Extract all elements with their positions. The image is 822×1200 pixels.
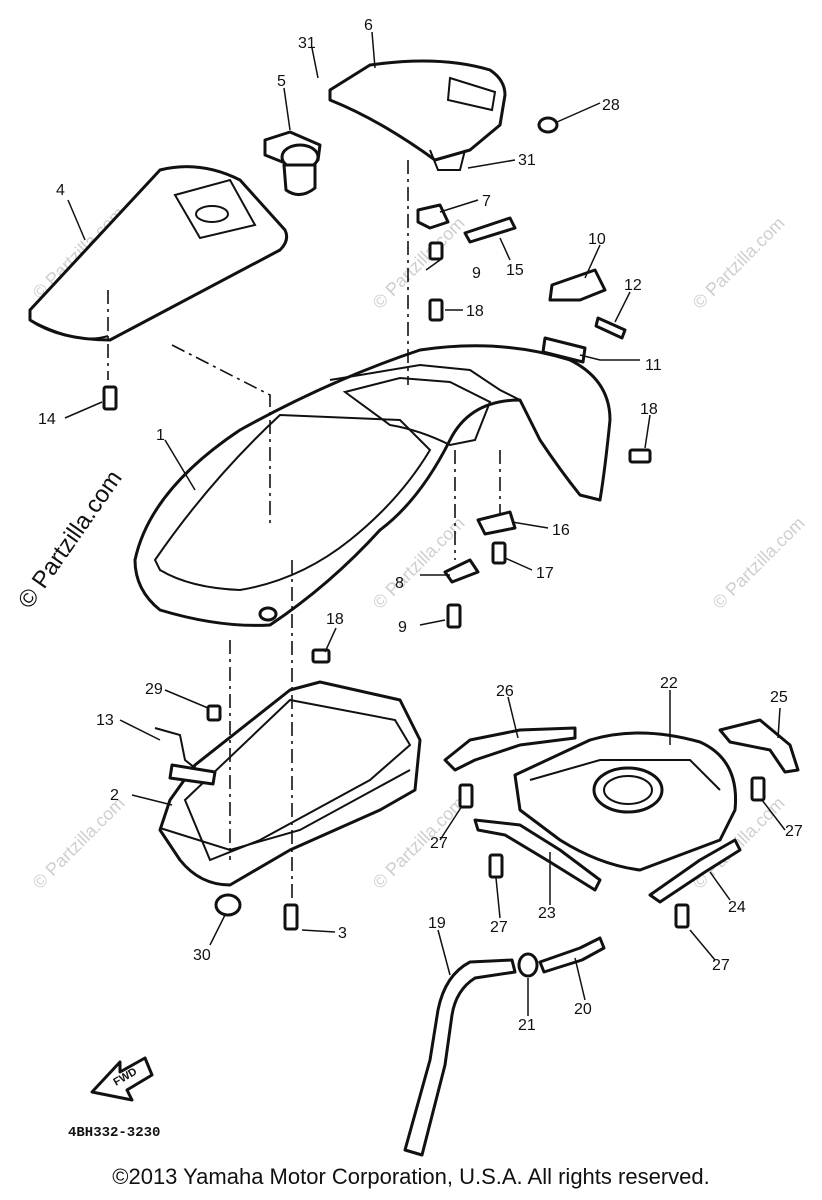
part-8-bracket bbox=[443, 558, 480, 584]
callout-labels: 1 2 3 4 5 6 7 8 9 9 10 11 12 13 14 15 16… bbox=[38, 17, 803, 1034]
part-6-rear-lid bbox=[328, 59, 507, 171]
callout-4: 4 bbox=[56, 182, 65, 199]
part-21-clip bbox=[517, 952, 539, 978]
callout-31b: 31 bbox=[518, 152, 536, 169]
callout-3: 3 bbox=[338, 925, 347, 942]
part-15-spring bbox=[463, 216, 517, 244]
callout-23: 23 bbox=[538, 905, 556, 922]
part-7-hinge bbox=[416, 203, 450, 230]
callout-18c: 18 bbox=[326, 611, 344, 628]
part-16-bracket bbox=[476, 510, 517, 536]
part-13-coil bbox=[168, 763, 217, 786]
callout-13: 13 bbox=[96, 712, 114, 729]
callout-29: 29 bbox=[145, 681, 163, 698]
callout-26: 26 bbox=[496, 683, 514, 700]
callout-11: 11 bbox=[645, 357, 662, 374]
callout-18b: 18 bbox=[640, 401, 658, 418]
callout-27a: 27 bbox=[430, 835, 448, 852]
callout-27d: 27 bbox=[712, 957, 730, 974]
callout-27b: 27 bbox=[490, 919, 508, 936]
part-1-upper-cowling bbox=[133, 344, 612, 627]
part-2-storage-tray bbox=[158, 680, 422, 887]
callout-10: 10 bbox=[588, 231, 606, 248]
callout-28: 28 bbox=[602, 97, 620, 114]
part-4-front-lid bbox=[28, 165, 289, 342]
callout-5: 5 bbox=[277, 73, 286, 90]
callout-20: 20 bbox=[574, 1001, 592, 1018]
part-11-spring bbox=[541, 336, 587, 364]
callout-31a: 31 bbox=[298, 35, 316, 52]
copyright-notice: ©2013 Yamaha Motor Corporation, U.S.A. A… bbox=[112, 1164, 710, 1189]
part-22-fuel-tank bbox=[513, 731, 738, 872]
watermark-text: © Partzilla.com bbox=[369, 213, 469, 313]
callout-14: 14 bbox=[38, 411, 56, 428]
assembly-lines bbox=[107, 160, 501, 900]
part-20-hose bbox=[538, 936, 606, 974]
callout-24: 24 bbox=[728, 899, 746, 916]
callout-17: 17 bbox=[536, 565, 554, 582]
part-25-bracket bbox=[718, 718, 800, 774]
forward-arrow-icon: FWD bbox=[90, 1056, 154, 1102]
part-5-lock bbox=[263, 130, 322, 196]
callout-22: 22 bbox=[660, 675, 678, 692]
watermark-text: © Partzilla.com bbox=[689, 213, 789, 313]
callout-30: 30 bbox=[193, 947, 211, 964]
part-23-band bbox=[473, 818, 602, 892]
part-19-hose bbox=[403, 958, 517, 1157]
callout-19: 19 bbox=[428, 915, 446, 932]
side-watermark: © Partzilla.com bbox=[13, 465, 128, 613]
callout-7: 7 bbox=[482, 193, 491, 210]
callout-1: 1 bbox=[156, 427, 165, 444]
diagram-code: 4BH332-3230 bbox=[68, 1125, 160, 1141]
callout-9a: 9 bbox=[472, 265, 481, 282]
watermark-text: © Partzilla.com bbox=[29, 793, 129, 893]
callout-8: 8 bbox=[395, 575, 404, 592]
fasteners bbox=[102, 116, 766, 931]
callout-2: 2 bbox=[110, 787, 119, 804]
callout-6: 6 bbox=[364, 17, 373, 34]
leader-lines bbox=[64, 31, 786, 1016]
part-26-stay bbox=[443, 726, 577, 772]
callout-25: 25 bbox=[770, 689, 788, 706]
callout-12: 12 bbox=[624, 277, 642, 294]
callout-15: 15 bbox=[506, 262, 524, 279]
callout-18a: 18 bbox=[466, 303, 484, 320]
callout-16: 16 bbox=[552, 522, 570, 539]
callout-27c: 27 bbox=[785, 823, 803, 840]
part-10-hinge bbox=[548, 268, 607, 302]
part-24-band bbox=[648, 838, 742, 904]
callout-21: 21 bbox=[518, 1017, 536, 1034]
callout-9b: 9 bbox=[398, 619, 407, 636]
watermark-text: © Partzilla.com bbox=[709, 513, 809, 613]
